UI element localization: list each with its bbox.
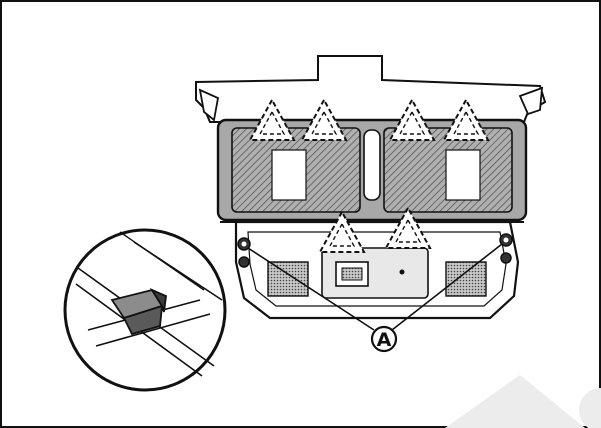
indicator-dot bbox=[399, 269, 405, 275]
right-lamp-module bbox=[445, 261, 487, 297]
screw bbox=[499, 233, 513, 247]
leader-line-right bbox=[391, 243, 503, 331]
clip-warning-triangle bbox=[300, 97, 348, 141]
callout-label: A bbox=[377, 329, 392, 351]
clip-warning-triangle bbox=[384, 205, 432, 249]
clip-warning-triangle bbox=[318, 209, 366, 253]
watermark-circle bbox=[579, 388, 601, 428]
mounting-bracket bbox=[195, 55, 547, 123]
detail-clip bbox=[110, 288, 167, 336]
switch-button-inner bbox=[341, 267, 363, 281]
screw bbox=[237, 237, 251, 251]
screw bbox=[500, 252, 512, 264]
callout-circle bbox=[370, 325, 398, 353]
right-inner-mechanism bbox=[445, 149, 481, 201]
left-inner-mechanism bbox=[271, 149, 307, 201]
clip-warning-triangle bbox=[442, 97, 490, 141]
clip-warning-triangle bbox=[248, 97, 296, 141]
clip-warning-triangle bbox=[388, 97, 436, 141]
left-hook bbox=[198, 88, 220, 122]
right-hook bbox=[518, 86, 544, 116]
screw bbox=[238, 256, 250, 268]
magnifier-leader bbox=[119, 231, 205, 291]
leader-line-left bbox=[247, 247, 375, 331]
left-lamp-module bbox=[267, 261, 309, 297]
watermark-triangle bbox=[445, 375, 585, 428]
center-divider bbox=[363, 129, 381, 201]
